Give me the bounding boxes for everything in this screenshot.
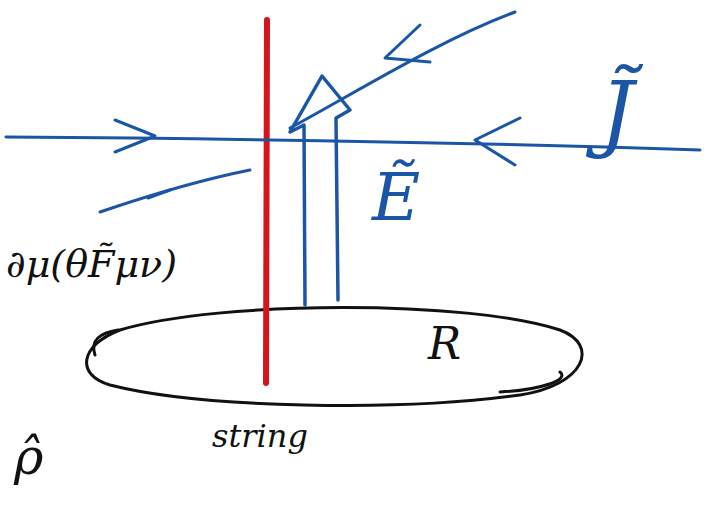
field-arrow [290,76,350,305]
current-arrowhead [115,120,155,152]
current-line [6,137,700,150]
disk-outline [87,308,582,406]
operator-label: ρ̂ [14,432,43,482]
disk-mark [94,330,118,355]
current-arrowhead [148,190,170,198]
disk-edge [500,372,562,392]
current-arrowhead [385,25,430,62]
current-line [290,12,515,128]
current-line [100,170,250,212]
current-arrowhead [475,118,520,165]
equation-label: ∂μ(θF̃μν) [6,245,177,283]
radius-label: R [428,322,461,366]
current-label: J̃ [600,70,634,154]
string-line [266,20,267,383]
string-label: string [212,420,308,452]
field-label: Ẽ [372,165,420,231]
